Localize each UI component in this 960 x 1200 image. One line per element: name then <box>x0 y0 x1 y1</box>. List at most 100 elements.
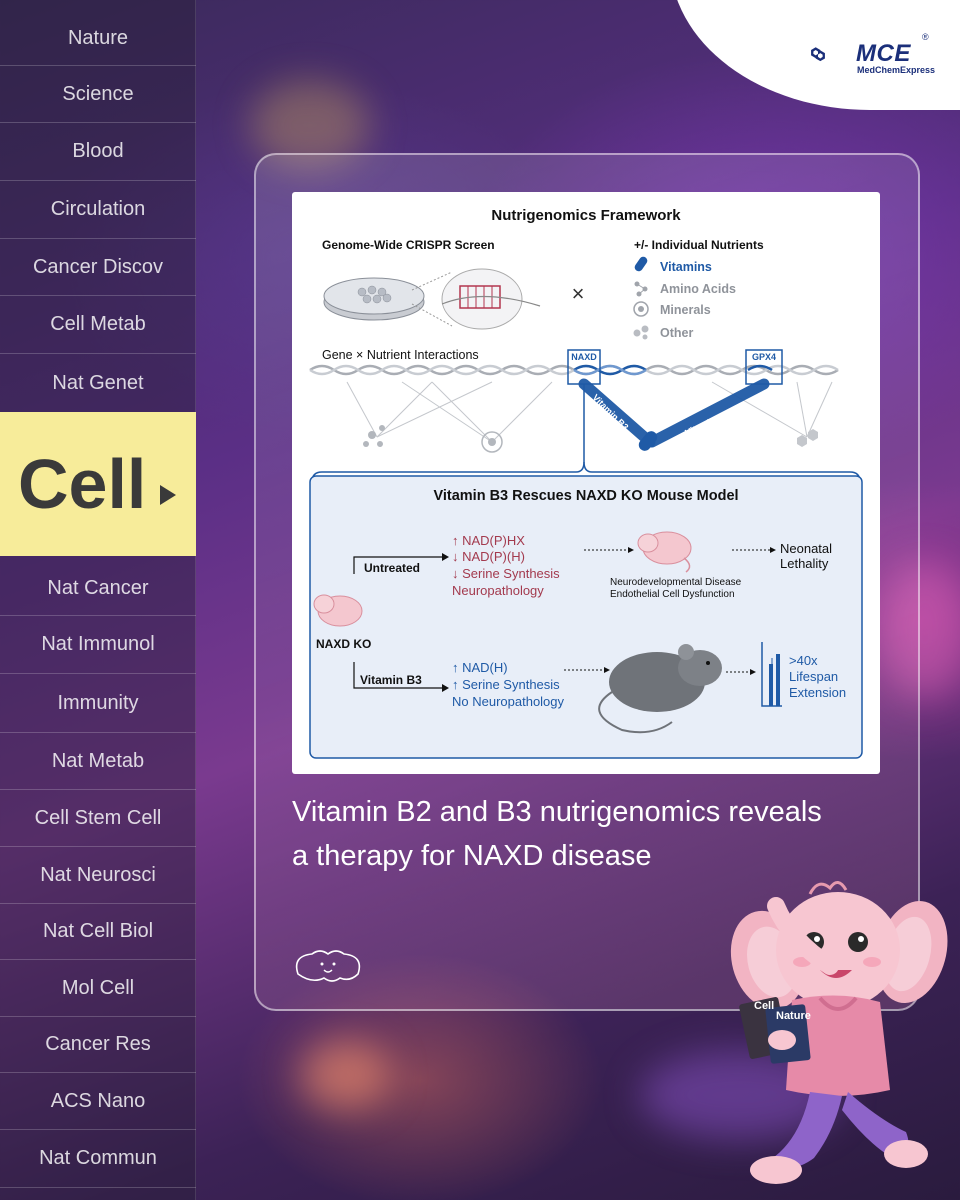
untreated-effect-2: ↓ NAD(P)(H) <box>452 549 525 564</box>
background-blob <box>880 560 960 700</box>
nutrient-other: Other <box>660 326 693 340</box>
sidebar-item-label: Cancer Res <box>45 1033 151 1055</box>
nutrient-amino-acids: Amino Acids <box>660 282 736 296</box>
sidebar-item-nat-commun[interactable]: Nat Commun <box>0 1130 196 1188</box>
sidebar-item-blood[interactable]: Blood <box>0 123 196 181</box>
untreated-effect-3: ↓ Serine Synthesis <box>452 566 560 581</box>
brand-subname: MedChemExpress <box>857 65 936 75</box>
screen-label: Genome-Wide CRISPR Screen <box>322 238 495 252</box>
sidebar-item-label: Nature <box>67 27 129 49</box>
lifespan-bar-icon <box>761 642 782 707</box>
mineral-crystal-icon <box>481 431 503 453</box>
brand-name: MCE <box>856 40 911 67</box>
sidebar-item-immunity[interactable]: Immunity <box>0 674 196 733</box>
interaction-network <box>346 381 833 443</box>
untreated-effect-4: Neuropathology <box>452 583 544 598</box>
sidebar-item-label: Nat Commun <box>39 1147 157 1169</box>
sidebar-item-nature[interactable]: Nature <box>0 12 196 66</box>
petri-dish-icon <box>323 268 541 330</box>
other-nutrient-icon <box>797 429 818 447</box>
sidebar-item-cell-stem-cell[interactable]: Cell Stem Cell <box>0 790 196 847</box>
untreated-outcome-2: Endothelial Cell Dysfunction <box>610 589 735 600</box>
book-label-cell: Cell <box>754 1000 775 1012</box>
arrow-head <box>442 684 449 692</box>
lifespan-line-1: >40x <box>789 653 818 668</box>
sidebar-item-nat-cancer[interactable]: Nat Cancer <box>0 561 196 616</box>
other-nutrient-icon <box>633 325 649 340</box>
headline-line-1: Vitamin B2 and B3 nutrigenomics reveals <box>292 796 822 828</box>
lethality-line-1: Neonatal <box>780 541 832 556</box>
sidebar-item-nat-cell-biol[interactable]: Nat Cell Biol <box>0 904 196 960</box>
treated-effect-1: ↑ NAD(H) <box>452 660 508 675</box>
lifespan-line-3: Extension <box>789 685 846 700</box>
adult-mouse-icon <box>598 644 722 734</box>
registered-mark: ® <box>922 32 929 42</box>
graphical-abstract-drawing: Nutrigenomics Framework Genome-Wide CRIS… <box>309 207 863 759</box>
journal-sidebar: Nature Science Blood Circulation Cancer … <box>0 0 196 1200</box>
background-blob <box>300 1040 390 1110</box>
sidebar-item-label: Cancer Discov <box>32 255 164 278</box>
lethality-line-2: Lethality <box>780 556 829 571</box>
pup-mouse-icon <box>637 531 692 573</box>
graphical-abstract: Nutrigenomics Framework Genome-Wide CRIS… <box>292 192 880 774</box>
arrow-head <box>770 547 776 553</box>
sidebar-item-science[interactable]: Science <box>0 66 196 123</box>
ko-label: NAXD KO <box>316 637 371 651</box>
play-arrow-icon <box>160 485 176 505</box>
untreated-outcome-1: Neurodevelopmental Disease <box>610 577 742 588</box>
sidebar-item-label: Cell Stem Cell <box>34 806 162 829</box>
sidebar-item-label: Circulation <box>50 198 146 220</box>
nutrients-label: +/- Individual Nutrients <box>634 238 764 252</box>
vitamin-pathway <box>578 378 770 451</box>
naxd-ko-mouse-icon <box>313 594 363 627</box>
book-label-nature: Nature <box>776 1010 811 1022</box>
sidebar-item-label: Nat Neurosci <box>40 863 156 886</box>
interactions-label: Gene × Nutrient Interactions <box>322 348 479 362</box>
sidebar-item-label: Nat Cell Biol <box>42 920 154 942</box>
nutrient-vitamins: Vitamins <box>660 260 712 274</box>
treated-effect-2: ↑ Serine Synthesis <box>452 677 560 692</box>
rescue-title: Vitamin B3 Rescues NAXD KO Mouse Model <box>433 488 738 504</box>
sidebar-item-label: Science <box>62 82 134 105</box>
untreated-label: Untreated <box>364 561 420 575</box>
lifespan-line-2: Lifespan <box>789 669 838 684</box>
arrow-head <box>750 669 756 675</box>
sidebar-item-mol-cell[interactable]: Mol Cell <box>0 960 196 1017</box>
sidebar-item-label: Cell Metab <box>50 313 146 335</box>
sidebar-item-label: ACS Nano <box>50 1089 146 1112</box>
sidebar-item-nat-immunol[interactable]: Nat Immunol <box>0 616 196 674</box>
treated-label: Vitamin B3 <box>360 673 422 687</box>
arrow-head <box>442 553 449 561</box>
treated-effect-3: No Neuropathology <box>452 694 565 709</box>
vitamin-capsule-icon <box>634 256 648 272</box>
headline-line-2: a therapy for NAXD disease <box>292 840 652 872</box>
sidebar-item-cancer-discov[interactable]: Cancer Discov <box>0 239 196 296</box>
gene-naxd-label: NAXD <box>571 352 597 362</box>
sidebar-item-label: Nat Immunol <box>41 633 155 655</box>
rescue-panel <box>309 475 863 759</box>
figure-title: Nutrigenomics Framework <box>491 207 681 224</box>
sidebar-item-circulation[interactable]: Circulation <box>0 181 196 239</box>
untreated-arrow <box>353 556 442 574</box>
sidebar-item-nat-metab[interactable]: Nat Metab <box>0 733 196 790</box>
arrow-head <box>628 547 634 553</box>
sidebar-item-cell-metab[interactable]: Cell Metab <box>0 296 196 354</box>
amino-acid-molecule-icon <box>363 425 385 447</box>
sidebar-item-nat-genet[interactable]: Nat Genet <box>0 354 196 412</box>
sidebar-item-cell-active[interactable]: Cell <box>0 412 196 556</box>
sidebar-item-nat-neurosci[interactable]: Nat Neurosci <box>0 847 196 904</box>
article-headline: Vitamin B2 and B3 nutrigenomics reveals … <box>292 790 892 878</box>
sidebar-item-label: Cell <box>18 445 147 523</box>
mineral-crystal-icon <box>633 301 649 317</box>
times-symbol: × <box>572 281 585 306</box>
sidebar-item-cancer-res[interactable]: Cancer Res <box>0 1017 196 1073</box>
nutrient-minerals: Minerals <box>660 303 711 317</box>
sidebar-item-label: Mol Cell <box>61 976 135 999</box>
elephant-mascot-icon <box>730 881 948 1184</box>
sidebar-item-acs-nano[interactable]: ACS Nano <box>0 1073 196 1130</box>
mce-logo-icon <box>811 47 825 62</box>
amino-acid-molecule-icon <box>634 281 648 297</box>
sidebar-item-label: Nat Cancer <box>47 576 149 599</box>
sidebar-item-label: Blood <box>72 140 124 162</box>
dna-strand-icon <box>309 364 839 376</box>
